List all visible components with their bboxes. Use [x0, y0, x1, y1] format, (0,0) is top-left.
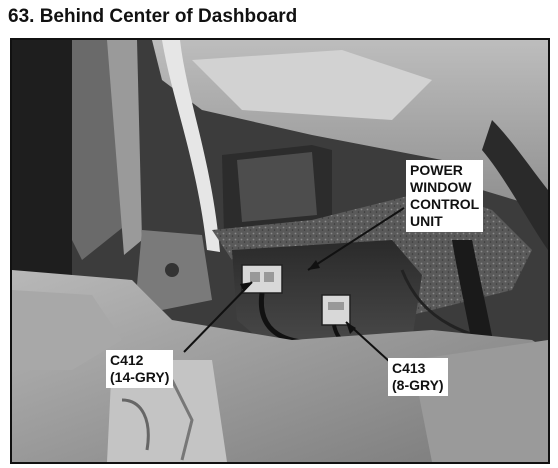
dashboard-photo: POWER WINDOW CONTROL UNIT C412 (14-GRY) …: [10, 38, 550, 464]
callout-c413: C413 (8-GRY): [388, 358, 448, 396]
page-heading: 63. Behind Center of Dashboard: [8, 6, 298, 27]
callout-c412: C412 (14-GRY): [106, 350, 174, 388]
callout-line: CONTROL: [410, 196, 480, 212]
callout-line: UNIT: [410, 213, 443, 229]
connector-id: C413: [392, 360, 426, 376]
connector-spec: (8-GRY): [392, 377, 444, 393]
callout-line: POWER: [410, 162, 463, 178]
callout-line: WINDOW: [410, 179, 472, 195]
callout-power-window-control-unit: POWER WINDOW CONTROL UNIT: [406, 160, 484, 232]
connector-spec: (14-GRY): [110, 369, 170, 385]
connector-id: C412: [110, 352, 144, 368]
dashboard-photo-illustration: [12, 40, 548, 462]
